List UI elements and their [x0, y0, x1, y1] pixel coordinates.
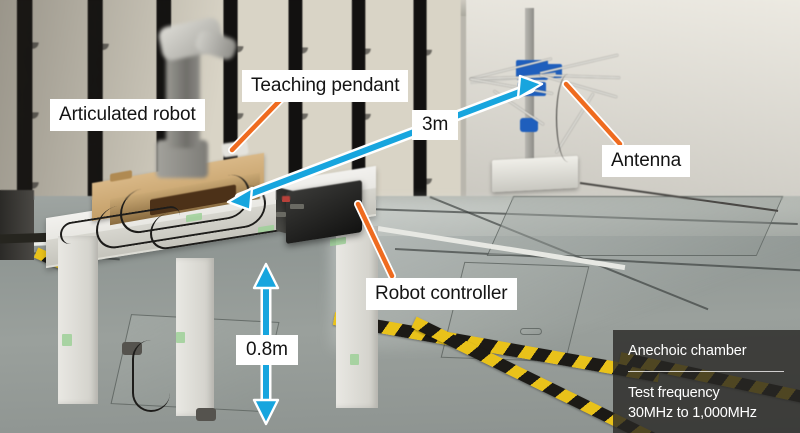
info-panel-frequency-value: 30MHz to 1,000MHz: [628, 404, 757, 421]
green-tape-marker: [62, 334, 72, 346]
cable-drop: [132, 340, 170, 412]
green-tape-marker: [350, 354, 359, 365]
callout-label-distance-3m: 3m: [412, 110, 459, 140]
info-panel-divider: [628, 370, 784, 372]
foam-table-leg-left: [58, 236, 98, 404]
callout-label-teaching-pendant: Teaching pendant: [242, 70, 409, 102]
info-panel-title: Anechoic chamber: [628, 343, 747, 359]
callout-label-robot-controller: Robot controller: [366, 278, 517, 310]
callout-label-height-0-8m: 0.8m: [236, 335, 298, 365]
controller-connector: [276, 212, 286, 217]
antenna-connector: [562, 80, 624, 148]
distance-3m-arrow: [226, 74, 544, 212]
table-caster: [196, 408, 216, 421]
chamber-corner-post: [0, 190, 34, 260]
callout-label-articulated-robot: Articulated robot: [50, 99, 205, 131]
callout-label-antenna: Antenna: [602, 145, 691, 177]
foam-table-leg-right: [336, 226, 378, 408]
info-panel: Anechoic chamber Test frequency 30MHz to…: [613, 330, 800, 433]
controller-connector: [290, 204, 304, 209]
info-panel-frequency-label: Test frequency: [628, 384, 720, 401]
floor-hatch-handle: [520, 328, 542, 335]
robot-controller-connector: [354, 200, 396, 280]
green-tape-marker: [176, 332, 185, 343]
